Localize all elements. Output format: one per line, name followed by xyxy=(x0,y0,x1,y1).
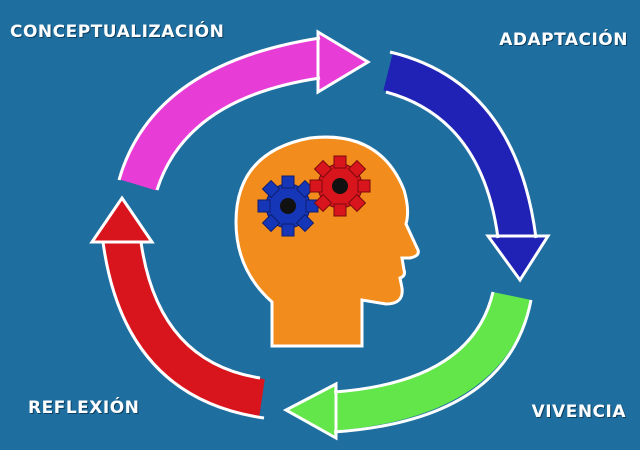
arrow-vivencia-body xyxy=(328,291,531,431)
gear-icon-blue xyxy=(257,175,319,237)
arrow-reflexion-head xyxy=(89,195,155,244)
label-vivencia: VIVENCIA xyxy=(531,402,626,422)
label-adaptacion: ADAPTACIÓN xyxy=(499,30,628,50)
arrow-conceptualizacion xyxy=(119,29,371,192)
gear-icon-red xyxy=(309,155,371,217)
arrow-adaptacion xyxy=(382,53,551,283)
arrow-reflexion xyxy=(89,195,266,417)
arrow-vivencia-head xyxy=(282,381,338,441)
arrow-vivencia xyxy=(282,291,531,441)
arrow-outlines xyxy=(101,36,538,434)
label-conceptualizacion: CONCEPTUALIZACIÓN xyxy=(10,22,225,42)
arrow-conceptualizacion-head xyxy=(316,29,371,95)
arrow-reflexion-body xyxy=(103,237,266,417)
label-reflexion: REFLEXIÓN xyxy=(28,398,140,418)
arrow-conceptualizacion-body xyxy=(119,39,325,192)
arrow-adaptacion-head xyxy=(485,234,551,283)
arrow-adaptacion-body xyxy=(382,53,536,243)
